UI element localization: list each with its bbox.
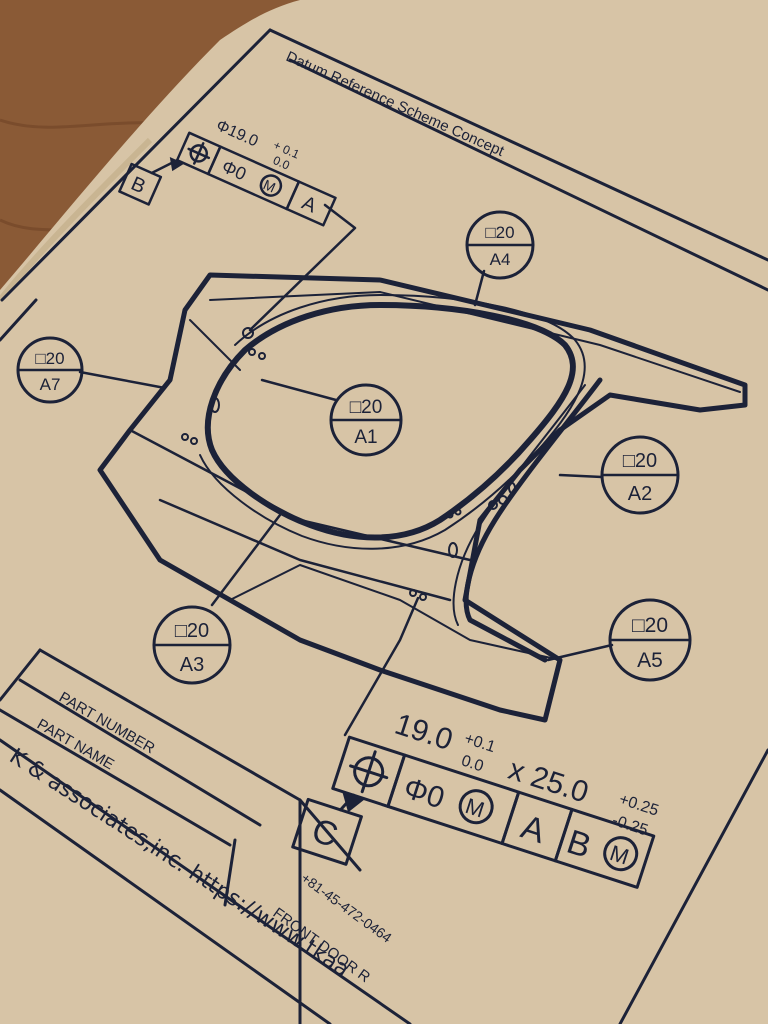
datum-target-id: A1 [354,427,377,448]
top-fcf-tol-minus: 0.0 [271,153,292,173]
datum-target-id: A5 [637,649,663,672]
datum-target-tol: □20 [350,397,383,418]
datum-target-tol: □20 [632,614,668,637]
mmc-icon [259,174,283,197]
datum-target-leaders [78,269,614,662]
mmc-icon [603,836,639,872]
datum-target-A3: □20 A3 [152,605,232,685]
drawing-border [0,28,768,1024]
datum-target-A2: □20 A2 [600,435,680,515]
datum-target-tol: □20 [175,620,209,642]
datum-target-A7: □20 A7 [16,336,84,404]
datum-triangle [169,156,185,172]
datum-target-id: A3 [180,654,204,676]
datum-target-id: A2 [628,483,652,505]
datum-target-tol: □20 [485,223,514,242]
fabric-fold [0,137,153,302]
datum-target-A4: □20 A4 [465,210,535,280]
title-block-lines [0,648,362,1024]
datum-target-id: A7 [40,375,61,394]
mmc-icon [458,789,494,825]
door-panel [97,272,748,723]
bottom-fcf-tol-minus: 0.0 [459,752,486,775]
datum-target-tol: □20 [623,450,657,472]
datum-target-id: A4 [490,250,511,269]
bottom-fcf-leader [343,596,420,737]
datum-triangle [342,791,366,813]
datum-target-A1: □20 A1 [329,383,403,457]
datum-target-tol: □20 [35,349,64,368]
locator-hole [242,327,254,339]
datum-target-A5: □20 A5 [608,598,692,682]
